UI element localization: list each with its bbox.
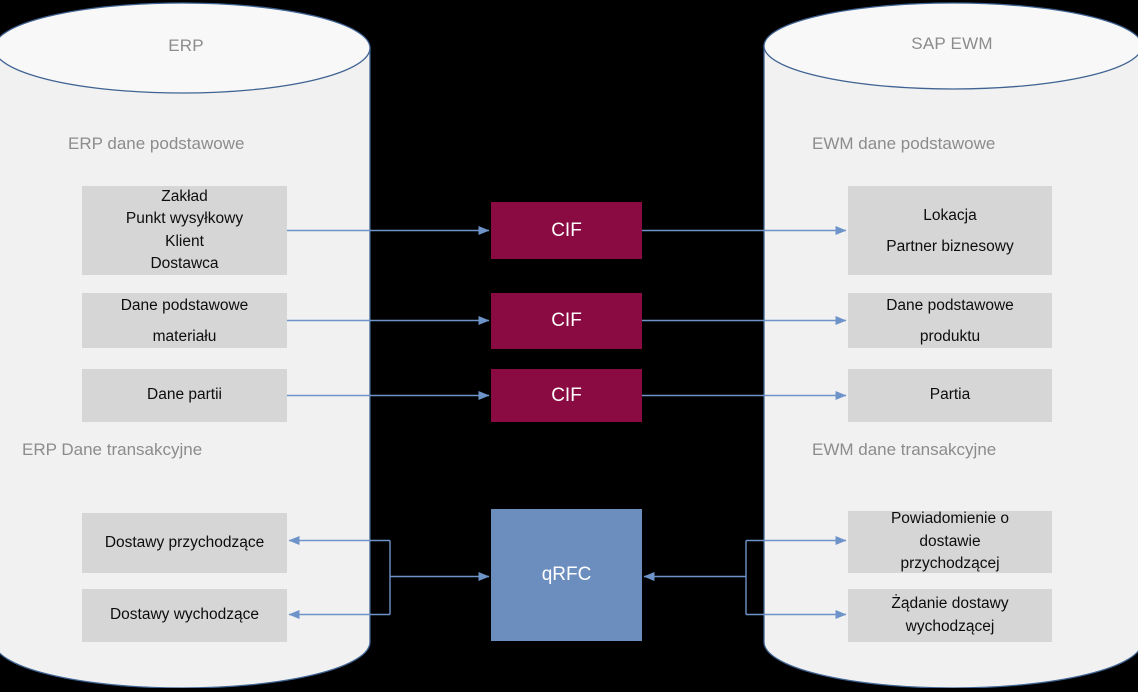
qrfc-box-label: qRFC (541, 564, 592, 585)
cif-box-3-label: CIF (551, 384, 582, 406)
ewm-master-box-3: Partia (848, 369, 1052, 422)
ewm-transactional-box-1-text: Powiadomienie o dostawie przychodzącej (890, 510, 1010, 573)
ewm-cylinder-title: SAP EWM (911, 34, 993, 53)
ewm-transactional-box-1: Powiadomienie o dostawie przychodzącej (848, 510, 1052, 573)
ewm-transactional-box-2-text: Żądanie dostawy wychodzącej (891, 595, 1009, 635)
erp-master-data-label: ERP dane podstawowe (68, 134, 245, 153)
cif-box-2: CIF (491, 293, 642, 349)
ewm-master-box-2-text: Dane podstawowe produktu (886, 296, 1014, 345)
ewm-master-box-1: Lokacja Partner biznesowy (848, 186, 1052, 275)
erp-cylinder-title: ERP (168, 36, 204, 55)
ewm-transactional-data-label: EWM dane transakcyjne (812, 440, 997, 459)
cif-box-3: CIF (491, 369, 642, 422)
erp-transactional-box-1-text: Dostawy przychodzące (104, 533, 265, 551)
erp-master-box-1-text: Zakład Punkt wysyłkowy Klient Dostawca (125, 187, 244, 272)
cif-box-1: CIF (491, 202, 642, 259)
ewm-transactional-box-2: Żądanie dostawy wychodzącej (848, 589, 1052, 642)
ewm-master-box-2: Dane podstawowe produktu (848, 293, 1052, 348)
erp-transactional-box-2-text: Dostawy wychodzące (109, 606, 260, 624)
erp-transactional-data-label: ERP Dane transakcyjne (22, 440, 203, 459)
erp-master-box-3: Dane partii (82, 369, 287, 422)
cif-box-2-label: CIF (551, 310, 582, 331)
erp-cylinder-top (0, 2, 371, 94)
ewm-cylinder-top (763, 2, 1138, 90)
erp-transactional-box-2: Dostawy wychodzące (82, 589, 287, 642)
qrfc-box: qRFC (491, 509, 642, 641)
cif-box-1-label: CIF (551, 219, 582, 241)
ewm-master-box-1-text: Lokacja Partner biznesowy (886, 206, 1014, 255)
ewm-master-box-3-text: Partia (929, 386, 971, 404)
erp-master-box-1: Zakład Punkt wysyłkowy Klient Dostawca (82, 186, 287, 275)
ewm-master-data-label: EWM dane podstawowe (812, 134, 996, 153)
erp-master-box-2: Dane podstawowe materiału (82, 293, 287, 348)
erp-transactional-box-1: Dostawy przychodzące (82, 513, 287, 573)
erp-master-box-2-text: Dane podstawowe materiału (120, 296, 249, 345)
erp-master-box-3-text: Dane partii (147, 386, 222, 404)
